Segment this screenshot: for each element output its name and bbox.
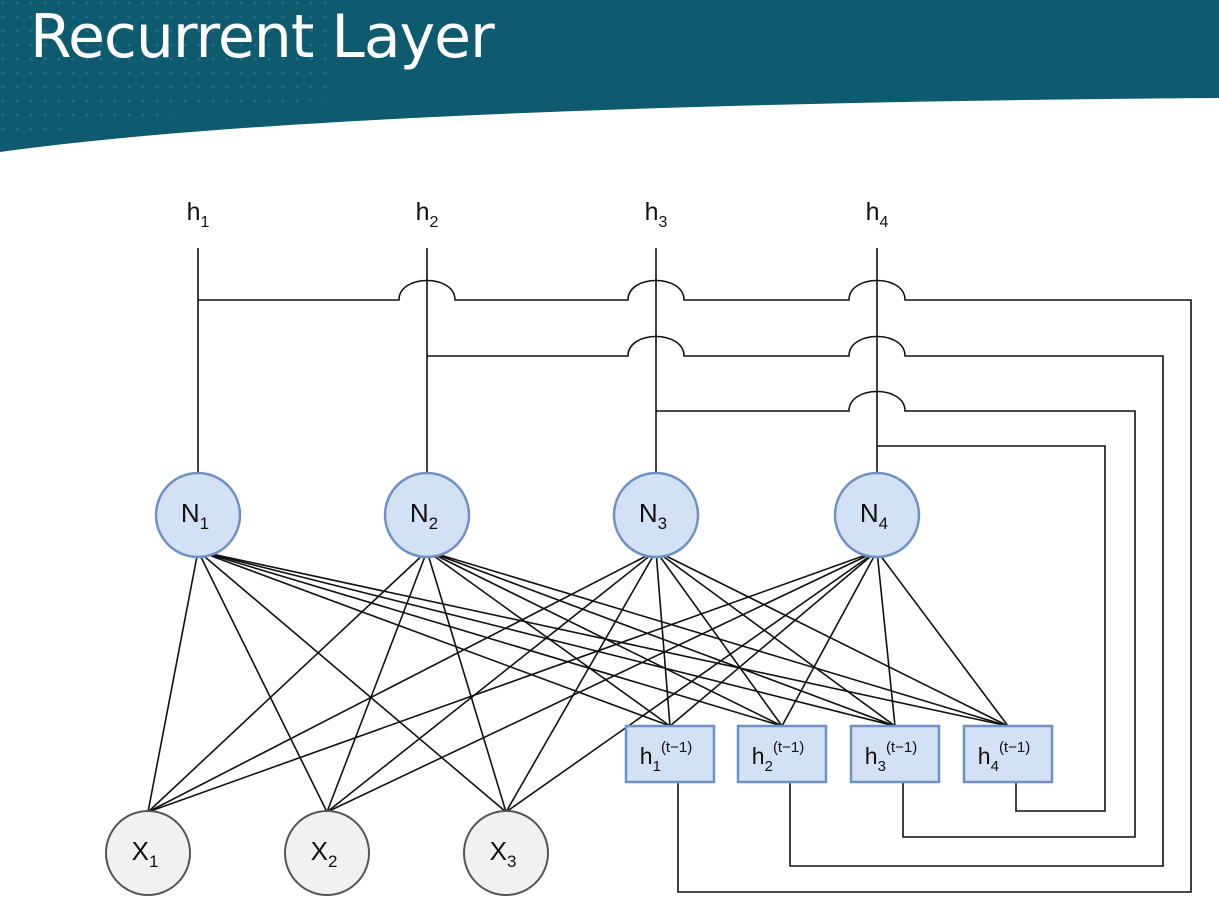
output-label-h3-base: h (645, 198, 659, 226)
context-label-h3: h3(t−1) (865, 739, 917, 775)
context-h3-prev (849, 724, 941, 784)
edge-x1-n2 (147, 550, 428, 813)
context-label-h2-superscript: (t−1) (773, 739, 804, 756)
neuron-label-n4-subscript: 4 (879, 514, 888, 533)
edge-x2-n1 (197, 550, 328, 813)
context-label-h4-base: h (978, 743, 991, 769)
edge-h3-n4 (876, 550, 896, 727)
output-label-h2-subscript: 2 (430, 214, 439, 231)
title-banner (0, 0, 1219, 152)
neuron-label-n2: N2 (410, 498, 438, 533)
neuron-label-n2-subscript: 2 (429, 514, 438, 533)
context-label-h2-base: h (752, 743, 765, 769)
edge-h3-n3 (655, 550, 896, 727)
context-label-h1-base: h (640, 743, 653, 769)
context-label-h4-subscript: 4 (991, 758, 999, 775)
edge-x1-n1 (147, 550, 199, 813)
output-label-h1-subscript: 1 (201, 214, 210, 231)
context-label-h3-superscript: (t−1) (886, 739, 917, 756)
edge-x1-n4 (147, 550, 878, 813)
context-label-h3-base: h (865, 743, 878, 769)
context-label-h2: h2(t−1) (752, 739, 804, 775)
edge-h3-n1 (197, 550, 896, 727)
neuron-n2 (383, 471, 471, 559)
input-x3 (463, 810, 549, 896)
neuron-label-n1: N1 (181, 498, 209, 533)
edge-h2-n1 (197, 550, 783, 727)
neuron-label-n1-base: N (181, 498, 200, 528)
neuron-label-n4-base: N (860, 498, 879, 528)
input-label-x3-subscript: 3 (507, 852, 516, 871)
input-label-x2: X2 (311, 836, 338, 871)
recurrent-path-h1 (198, 279, 1192, 893)
output-label-h1: h1 (187, 198, 210, 231)
context-label-h3-subscript: 3 (878, 758, 886, 775)
context-h4-prev (962, 724, 1054, 784)
edge-h1-n1 (197, 550, 671, 727)
slide-title: Recurrent Layer (30, 2, 495, 72)
edge-x2-n3 (326, 550, 657, 813)
output-label-h4-base: h (866, 198, 880, 226)
edge-x1-n3 (147, 550, 657, 813)
context-label-h2-subscript: 2 (765, 758, 773, 775)
recurrent-path-h3 (656, 390, 1136, 838)
edge-x3-n2 (426, 550, 507, 813)
edge-x3-n3 (505, 550, 657, 813)
neuron-n1 (154, 471, 242, 559)
edge-h2-n4 (781, 550, 878, 727)
input-label-x2-subscript: 2 (328, 852, 337, 871)
context-label-h1-superscript: (t−1) (661, 739, 692, 756)
context-label-h4-superscript: (t−1) (999, 739, 1030, 756)
edge-x2-n4 (326, 550, 878, 813)
edge-h4-n3 (655, 550, 1009, 727)
input-x1 (105, 810, 191, 896)
context-label-h1-subscript: 1 (653, 758, 661, 775)
recurrent-path-h4 (877, 445, 1106, 812)
output-label-h3-subscript: 3 (659, 214, 668, 231)
context-h1-prev (624, 724, 716, 784)
edge-x3-n1 (197, 550, 507, 813)
edge-h4-n4 (876, 550, 1009, 727)
input-label-x1-subscript: 1 (149, 852, 158, 871)
edge-x2-n2 (326, 550, 428, 813)
edge-h1-n4 (669, 550, 878, 727)
context-label-h1: h1(t−1) (640, 739, 692, 775)
context-label-h4: h4(t−1) (978, 739, 1030, 775)
input-x2 (284, 810, 370, 896)
neuron-label-n3: N3 (639, 498, 667, 533)
input-label-x3: X3 (490, 836, 517, 871)
recurrent-path-h2 (427, 335, 1164, 867)
edge-h4-n2 (426, 550, 1009, 727)
output-label-h4-subscript: 4 (880, 214, 889, 231)
edge-h4-n1 (197, 550, 1009, 727)
output-label-h1-base: h (187, 198, 201, 226)
input-label-x3-base: X (490, 836, 507, 866)
output-label-h4: h4 (866, 198, 889, 231)
edge-h3-n2 (426, 550, 896, 727)
neuron-label-n1-subscript: 1 (200, 514, 209, 533)
output-label-h2-base: h (416, 198, 430, 226)
neuron-label-n3-subscript: 3 (658, 514, 667, 533)
nodes (105, 471, 1054, 896)
input-label-x1-base: X (132, 836, 149, 866)
neuron-n4 (833, 471, 921, 559)
output-label-h3: h3 (645, 198, 668, 231)
input-label-x2-base: X (311, 836, 328, 866)
neuron-label-n4: N4 (860, 498, 888, 533)
output-label-h2: h2 (416, 198, 439, 231)
context-h2-prev (736, 724, 828, 784)
neuron-label-n3-base: N (639, 498, 658, 528)
connection-wires (147, 248, 1192, 893)
input-label-x1: X1 (132, 836, 159, 871)
neuron-n3 (612, 471, 700, 559)
neuron-label-n2-base: N (410, 498, 429, 528)
